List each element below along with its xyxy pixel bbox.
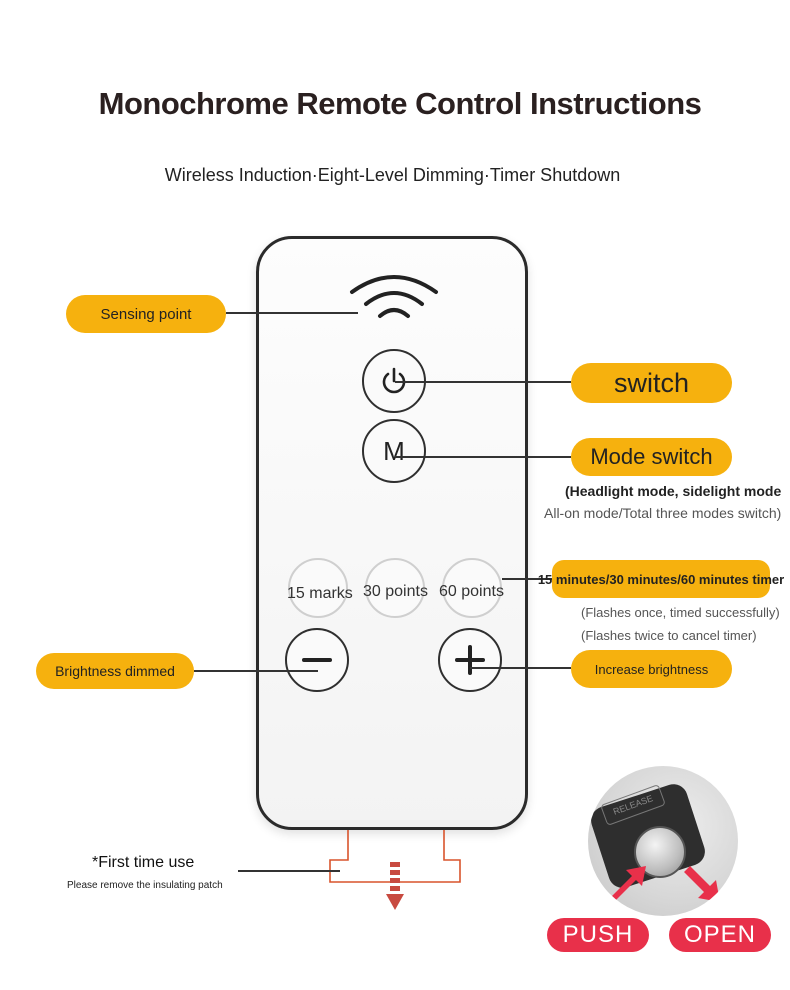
- switch-leader: [395, 381, 571, 383]
- mode-button[interactable]: M: [362, 419, 426, 483]
- timer-15-label: 15 marks: [287, 585, 353, 602]
- timer-30-label: 30 points: [363, 583, 428, 600]
- timer-pill: 15 minutes/30 minutes/60 minutes timer: [538, 560, 784, 598]
- switch-pill: switch: [571, 363, 732, 403]
- brightness-dimmed-label: Brightness dimmed: [55, 663, 175, 679]
- brighten-button[interactable]: [438, 628, 502, 692]
- timer-note-1: (Flashes once, timed successfully): [581, 605, 780, 620]
- arrow-down-icon: [386, 862, 404, 910]
- increase-brightness-pill: Increase brightness: [571, 650, 732, 688]
- sensing-point-leader: [226, 312, 358, 314]
- increase-brightness-label: Increase brightness: [594, 661, 709, 677]
- sensing-point-pill: Sensing point: [66, 295, 226, 333]
- first-use-leader: [238, 870, 340, 872]
- switch-label: switch: [613, 367, 689, 398]
- mode-note-1: (Headlight mode, sidelight mode: [565, 483, 782, 499]
- timer-leader: [502, 578, 552, 580]
- first-use-note: Please remove the insulating patch: [67, 880, 223, 891]
- increase-brightness-leader: [470, 667, 571, 669]
- timer-note-2: (Flashes twice to cancel timer): [581, 628, 757, 643]
- dim-button[interactable]: [285, 628, 349, 692]
- timer-30-button[interactable]: [365, 558, 425, 618]
- page-title: Monochrome Remote Control Instructions: [98, 86, 702, 121]
- timer-60-label: 60 points: [439, 583, 504, 600]
- page-subtitle: Wireless Induction·Eight-Level Dimming·T…: [164, 165, 621, 185]
- remote-control: [256, 236, 528, 830]
- open-arrow-icon: [684, 866, 720, 902]
- plus-icon: [455, 645, 485, 675]
- mode-switch-pill: Mode switch: [571, 438, 732, 476]
- brightness-dimmed-pill: Brightness dimmed: [36, 653, 194, 689]
- timer-label: 15 minutes/30 minutes/60 minutes timer: [537, 571, 785, 587]
- timer-15-button[interactable]: [288, 558, 348, 618]
- brightness-dimmed-leader: [194, 670, 318, 672]
- open-badge: OPEN: [669, 918, 771, 952]
- mode-switch-label: Mode switch: [590, 444, 713, 469]
- minus-icon: [302, 658, 332, 662]
- open-label: OPEN: [683, 921, 756, 948]
- first-use-title: *First time use: [92, 854, 195, 871]
- push-arrow-icon: [610, 866, 646, 902]
- mode-note-2: All-on mode/Total three modes switch): [544, 505, 782, 521]
- timer-60-button[interactable]: [442, 558, 502, 618]
- wireless-signal-icon: [350, 275, 438, 318]
- battery-compartment-image: RELEASE: [588, 766, 738, 916]
- sensing-point-label: Sensing point: [100, 305, 192, 323]
- push-badge: PUSH: [547, 918, 649, 952]
- power-icon: [382, 367, 406, 394]
- mode-switch-leader: [395, 456, 571, 458]
- push-label: PUSH: [562, 921, 634, 948]
- mode-button-label: M: [383, 435, 405, 466]
